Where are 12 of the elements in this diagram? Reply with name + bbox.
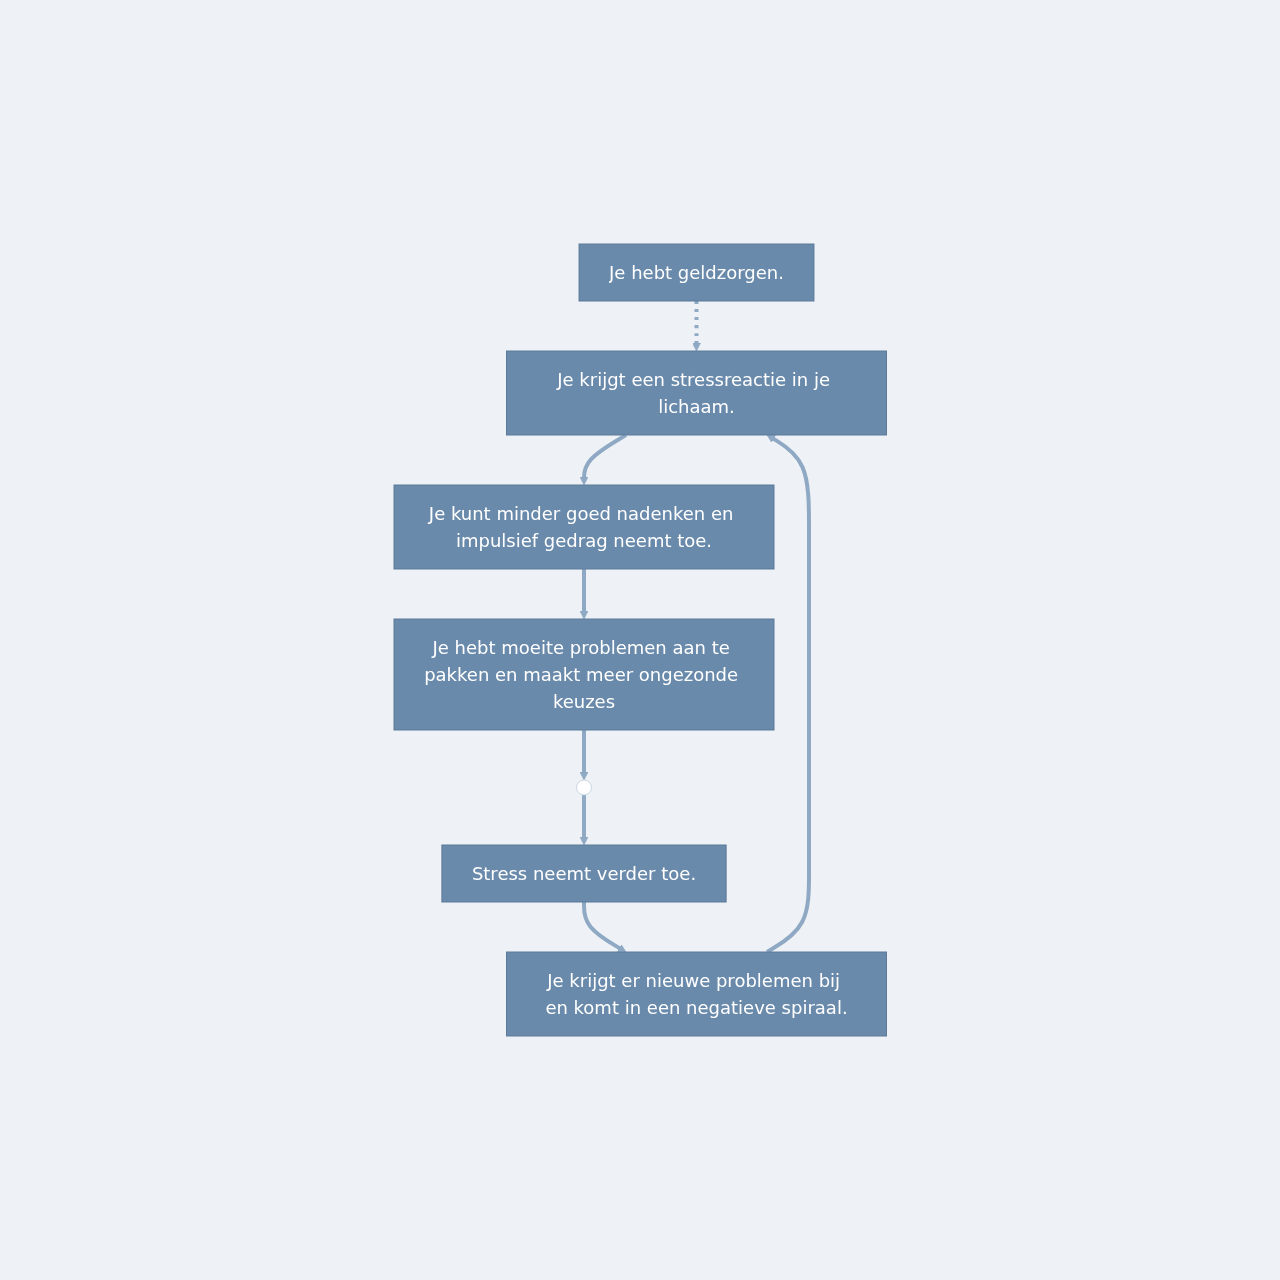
node-box: Je hebt moeite problemen aan te pakken en maakt meer ongezonde keuzes [393, 618, 775, 731]
arrow [765, 434, 811, 954]
arrow [579, 730, 589, 781]
node-box: Je kunt minder goed nadenken en impulsief gedrag neemt toe. [393, 484, 775, 570]
node-box: Je krijgt een stressreactie in je lichaam. [505, 350, 887, 436]
arrow [579, 795, 589, 846]
arrow [579, 569, 589, 620]
node-box: Je krijgt er nieuwe problemen bij en komt in een negatieve spiraal. [505, 951, 887, 1037]
node-box: Stress neemt verder toe. [441, 844, 727, 903]
arrow [691, 301, 701, 352]
node-picture [575, 779, 592, 796]
arrow [581, 902, 627, 953]
